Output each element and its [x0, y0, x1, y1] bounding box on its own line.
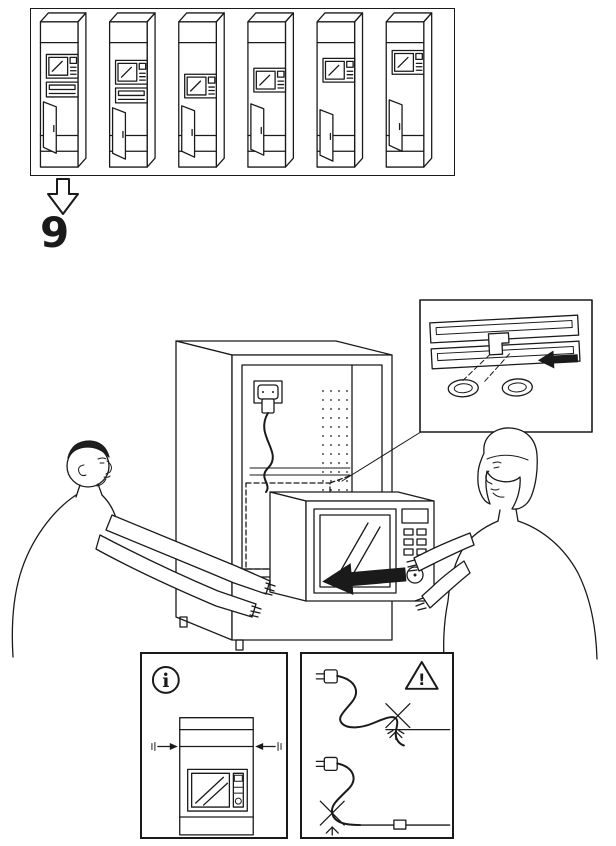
warning-symbol: ! — [418, 670, 425, 689]
cable-clamp — [393, 819, 407, 830]
warning-illustration: ! — [315, 660, 451, 836]
info-symbol: i — [162, 670, 169, 692]
pinch-burst — [325, 826, 339, 836]
info-icon: i — [151, 666, 180, 694]
woman-figure — [406, 427, 598, 660]
woman-arm-upper — [413, 532, 475, 572]
cabinet-front-view — [179, 717, 254, 836]
cabinet-leg — [179, 616, 188, 628]
power-cord — [263, 412, 274, 493]
detail-callout-box — [419, 299, 593, 433]
pinch-burst — [387, 729, 405, 741]
main-illustration — [11, 299, 598, 660]
cabinet-variant — [247, 12, 295, 168]
insertion-arrow-icon — [322, 563, 407, 595]
warning-box: ! — [300, 652, 454, 839]
plug-icon — [323, 756, 338, 772]
detail-arrow-icon — [537, 350, 579, 369]
vent-grilles — [447, 378, 533, 398]
callout-connector-line — [341, 429, 425, 482]
cabinet-variant — [385, 12, 433, 168]
cabinet-variant — [108, 12, 156, 168]
plug-icon — [323, 669, 338, 684]
step-number: 9 — [40, 208, 70, 257]
cord-clamp-scene — [315, 756, 451, 836]
down-arrow-icon — [47, 178, 79, 215]
woman-hand — [406, 559, 427, 611]
cord-pinch-scene — [315, 669, 451, 747]
power-cord — [336, 674, 405, 747]
x-mark-icon — [385, 703, 411, 729]
cabinet-variant — [178, 12, 225, 168]
centering-arrows — [151, 742, 282, 751]
shelf-pin-holes — [316, 383, 350, 492]
cabinet-variant — [316, 12, 364, 168]
cabinet-variants-illustration — [39, 12, 433, 168]
x-mark-icon — [319, 800, 345, 826]
man-hand — [249, 582, 276, 618]
man-body-outline — [11, 494, 77, 658]
man-figure — [11, 440, 276, 658]
power-cord — [330, 762, 362, 827]
man-hair — [67, 440, 110, 459]
power-plug — [261, 398, 275, 414]
warning-icon: ! — [404, 660, 439, 690]
info-box: i — [140, 652, 288, 839]
microwave-front — [187, 768, 248, 812]
man-arm-lower — [95, 534, 257, 618]
cabinet-leg — [235, 639, 244, 651]
woman-body-outline — [517, 520, 598, 660]
woman-arm-lower — [421, 560, 471, 609]
info-illustration: i — [151, 666, 282, 836]
woman-hair — [477, 427, 538, 510]
cabinet-variants-panel — [30, 8, 455, 176]
cabinet-variant — [39, 12, 87, 168]
